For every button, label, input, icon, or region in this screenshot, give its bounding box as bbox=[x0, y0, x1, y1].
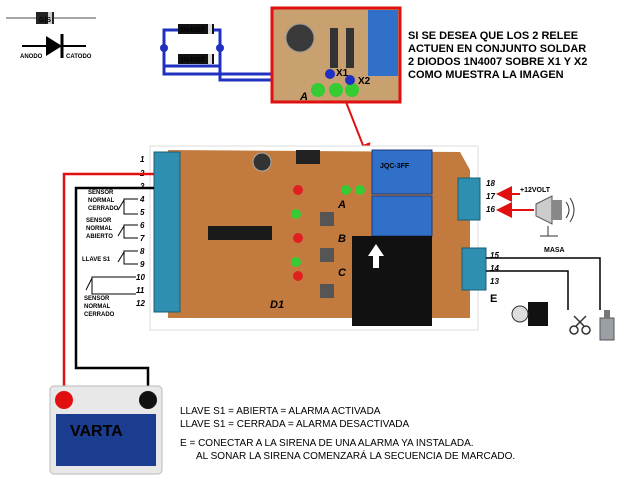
push-button-b bbox=[320, 248, 334, 262]
terminal-5: 5 bbox=[140, 208, 145, 217]
inset-photo: A X1 X2 bbox=[270, 6, 402, 104]
led-red-3 bbox=[293, 271, 303, 281]
node-x2-label: X2 bbox=[358, 76, 371, 87]
terminal-12: 12 bbox=[136, 299, 145, 308]
push-button-c bbox=[320, 284, 334, 298]
note-line-4: COMO MUESTRA LA IMAGEN bbox=[408, 69, 564, 81]
sensor-nc1-line3: CERRADO bbox=[88, 206, 119, 212]
terminal-11: 11 bbox=[136, 286, 145, 295]
diode-1n4007-bottom bbox=[178, 54, 214, 64]
terminal-7: 7 bbox=[140, 234, 145, 243]
ic-chip bbox=[208, 226, 272, 240]
push-button-a bbox=[320, 212, 334, 226]
terminal-4: 4 bbox=[139, 195, 145, 204]
sensor-nc2-line3: CERRADO bbox=[84, 312, 115, 318]
battery-wire-positive bbox=[62, 172, 154, 398]
marker-a: A bbox=[337, 199, 346, 211]
legend-line-3: E = CONECTAR A LA SIRENA DE UNA ALARMA Y… bbox=[180, 438, 474, 449]
terminal-18: 18 bbox=[486, 179, 495, 188]
right-terminal-bottom bbox=[461, 247, 487, 291]
scissors-icon bbox=[569, 315, 591, 335]
battery-positive-terminal bbox=[55, 391, 73, 409]
terminal-10: 10 bbox=[136, 273, 145, 282]
terminal-9: 9 bbox=[140, 260, 145, 269]
bottle-icon bbox=[599, 310, 615, 341]
capacitor-icon bbox=[252, 152, 272, 172]
car-battery: VARTA bbox=[49, 385, 163, 475]
relay-mark: JQC-3FF bbox=[380, 163, 410, 170]
legend-line-2: LLAVE S1 = CERRADA = ALARMA DESACTIVADA bbox=[180, 419, 410, 430]
sensor-wiring bbox=[85, 198, 138, 295]
note-line-3: 2 DIODOS 1N4007 SOBRE X1 Y X2 bbox=[408, 56, 588, 68]
led-red-2 bbox=[293, 233, 303, 243]
sensor-na-line2: NORMAL bbox=[86, 226, 113, 232]
led-green-4 bbox=[291, 257, 301, 267]
terminal-15: 15 bbox=[490, 251, 499, 260]
marker-b: B bbox=[338, 233, 346, 245]
pcb-board: JQC-3FF A B C D1 E bbox=[149, 145, 497, 331]
diode-bottom-label: 1N4007 bbox=[180, 57, 205, 64]
terminal-1: 1 bbox=[140, 155, 145, 164]
legend-line-1: LLAVE S1 = ABIERTA = ALARMA ACTIVADA bbox=[180, 406, 381, 417]
legend-block: LLAVE S1 = ABIERTA = ALARMA ACTIVADA LLA… bbox=[180, 405, 515, 463]
marker-e: E bbox=[490, 293, 497, 305]
terminal-8: 8 bbox=[140, 247, 145, 256]
diode-top-label: 1N4007 bbox=[180, 27, 205, 34]
output-wiring bbox=[486, 257, 601, 310]
diode-triangle-icon bbox=[46, 36, 62, 56]
node-x2-dot bbox=[345, 75, 355, 85]
sensor-na-line3: ABIERTO bbox=[86, 234, 113, 240]
sensor-na-line1: SENSOR bbox=[86, 218, 112, 224]
cathode-label: CATODO bbox=[66, 54, 92, 60]
node-x1-dot bbox=[325, 69, 335, 79]
sensor-nc2-line1: SENSOR bbox=[84, 296, 110, 302]
legend-line-4: AL SONAR LA SIRENA COMENZARÁ LA SECUENCI… bbox=[196, 451, 516, 462]
inset-relay bbox=[368, 10, 398, 76]
sensor-nc1-line2: NORMAL bbox=[88, 198, 115, 204]
marker-d1: D1 bbox=[270, 299, 284, 311]
power-label: +12VOLT bbox=[520, 187, 551, 194]
up-arrow-icon bbox=[368, 244, 384, 268]
siren-icon bbox=[535, 195, 575, 237]
anode-label: ANODO bbox=[20, 54, 43, 60]
battery-brand: VARTA bbox=[70, 423, 123, 440]
diode-part-mark: G|S bbox=[39, 17, 51, 24]
note-block: SI SE DESEA QUE LOS 2 RELEE ACTUEN EN CO… bbox=[408, 30, 587, 82]
sensor-nc1-line1: SENSOR bbox=[88, 190, 114, 196]
right-terminal-top bbox=[457, 177, 481, 221]
relay-2 bbox=[371, 195, 433, 237]
battery-wire-negative bbox=[74, 186, 154, 398]
diode-1n4007-top bbox=[178, 24, 214, 34]
terminal-6: 6 bbox=[140, 221, 145, 230]
terminal-3: 3 bbox=[140, 182, 145, 191]
terminal-13: 13 bbox=[490, 277, 499, 286]
terminal-14: 14 bbox=[490, 264, 499, 273]
battery-negative-terminal bbox=[139, 391, 157, 409]
sensor-nc2-line2: NORMAL bbox=[84, 304, 111, 310]
led-red-1 bbox=[293, 185, 303, 195]
left-terminal-block bbox=[153, 151, 181, 313]
phone-dialer-icon bbox=[511, 302, 548, 326]
led-green-1 bbox=[341, 185, 351, 195]
node-x1-label: X1 bbox=[336, 68, 349, 79]
led-green-3 bbox=[291, 209, 301, 219]
marker-c: C bbox=[338, 267, 347, 279]
terminal-16: 16 bbox=[486, 205, 495, 214]
note-line-2: ACTUEN EN CONJUNTO SOLDAR bbox=[408, 43, 587, 55]
led-green-2 bbox=[355, 185, 365, 195]
relay-1 bbox=[371, 149, 433, 195]
inset-capacitor bbox=[285, 23, 315, 53]
inset-marker-label: A bbox=[299, 91, 308, 103]
regulator-icon bbox=[296, 150, 320, 164]
transformer-block bbox=[352, 236, 432, 326]
note-line-1: SI SE DESEA QUE LOS 2 RELEE bbox=[408, 30, 579, 42]
key-s1-label: LLAVE S1 bbox=[82, 257, 111, 263]
terminal-17: 17 bbox=[486, 192, 495, 201]
ground-label: MASA bbox=[544, 247, 565, 254]
diode-symbol: G|S ANODO CATODO bbox=[6, 12, 96, 60]
